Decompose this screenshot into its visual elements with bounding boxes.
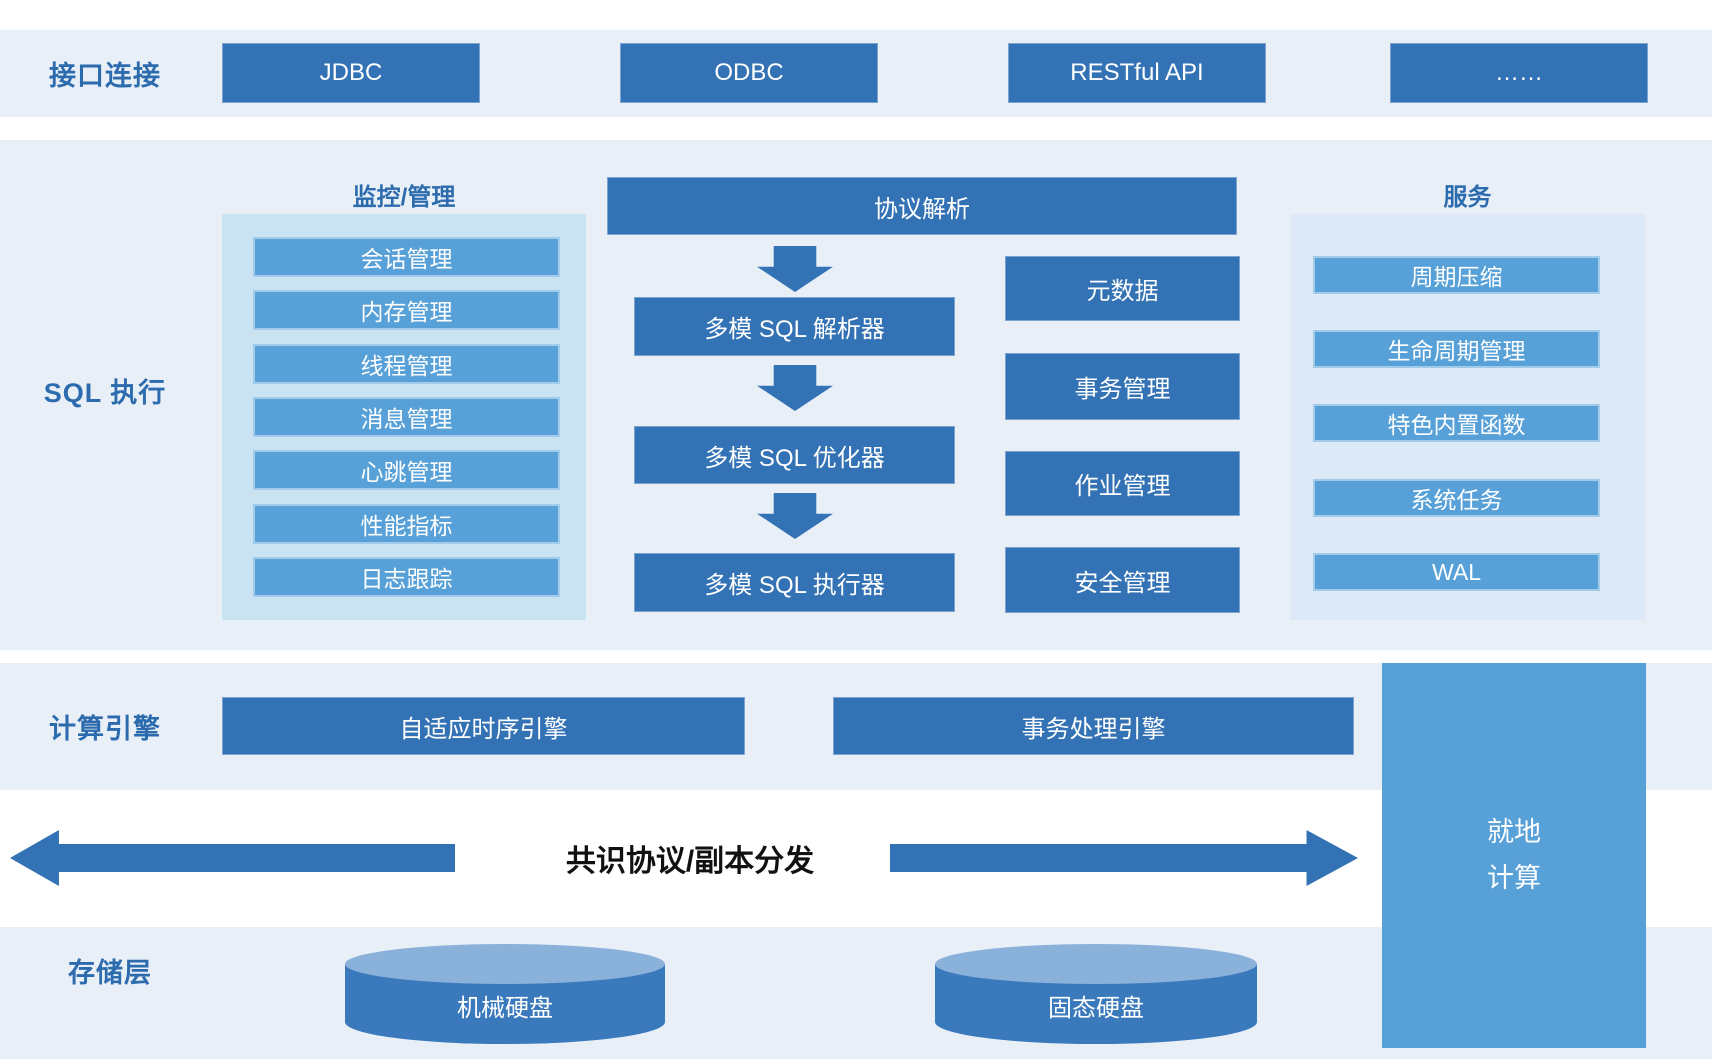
left-arrow-icon [10, 830, 455, 886]
inplace-compute-line1: 就地 [1487, 816, 1541, 847]
transaction-mgmt-box: 事务管理 [1005, 353, 1240, 420]
service-item-system-tasks: 系统任务 [1313, 479, 1600, 517]
monitoring-item-message: 消息管理 [253, 397, 560, 437]
sql-parser-box: 多模 SQL 解析器 [634, 297, 955, 356]
sql-optimizer-box: 多模 SQL 优化器 [634, 426, 955, 484]
service-item-compaction: 周期压缩 [1313, 256, 1600, 294]
ssd-cylinder: 固态硬盘 [935, 944, 1257, 1044]
sql-layer-label: SQL 执行 [43, 377, 167, 408]
odbc-box: ODBC [620, 43, 878, 103]
service-item-wal: WAL [1313, 553, 1600, 591]
ssd-cylinder-top [935, 944, 1257, 984]
storage-layer-label: 存储层 [68, 957, 152, 988]
inplace-compute-line2: 计算 [1487, 862, 1541, 893]
protocol-parse-box: 协议解析 [607, 177, 1237, 235]
monitoring-item-log: 日志跟踪 [253, 557, 560, 597]
metadata-box: 元数据 [1005, 256, 1240, 321]
right-arrow-icon [890, 830, 1358, 886]
monitoring-item-performance: 性能指标 [253, 504, 560, 544]
job-mgmt-box: 作业管理 [1005, 451, 1240, 516]
monitoring-item-memory: 内存管理 [253, 290, 560, 330]
more-interfaces-box: …… [1390, 43, 1648, 103]
monitoring-title: 监控/管理 [352, 183, 456, 211]
ssd-label: 固态硬盘 [1048, 994, 1144, 1022]
restful-api-box: RESTful API [1008, 43, 1266, 103]
monitoring-item-session: 会话管理 [253, 237, 560, 277]
services-title: 服务 [1443, 183, 1492, 211]
inplace-compute-block: 就地 计算 [1382, 663, 1646, 1048]
sql-executor-box: 多模 SQL 执行器 [634, 553, 955, 612]
hdd-cylinder: 机械硬盘 [345, 944, 665, 1044]
service-item-lifecycle: 生命周期管理 [1313, 330, 1600, 368]
compute-layer-label: 计算引擎 [49, 713, 161, 744]
hdd-cylinder-top [345, 944, 665, 984]
service-item-builtin-functions: 特色内置函数 [1313, 404, 1600, 442]
monitoring-item-thread: 线程管理 [253, 344, 560, 384]
security-mgmt-box: 安全管理 [1005, 547, 1240, 613]
transaction-engine-box: 事务处理引擎 [833, 697, 1354, 755]
consensus-label: 共识协议/副本分发 [565, 845, 815, 878]
jdbc-box: JDBC [222, 43, 480, 103]
monitoring-item-heartbeat: 心跳管理 [253, 450, 560, 490]
hdd-label: 机械硬盘 [457, 994, 553, 1022]
interface-layer-label: 接口连接 [49, 60, 161, 91]
timeseries-engine-box: 自适应时序引擎 [222, 697, 745, 755]
